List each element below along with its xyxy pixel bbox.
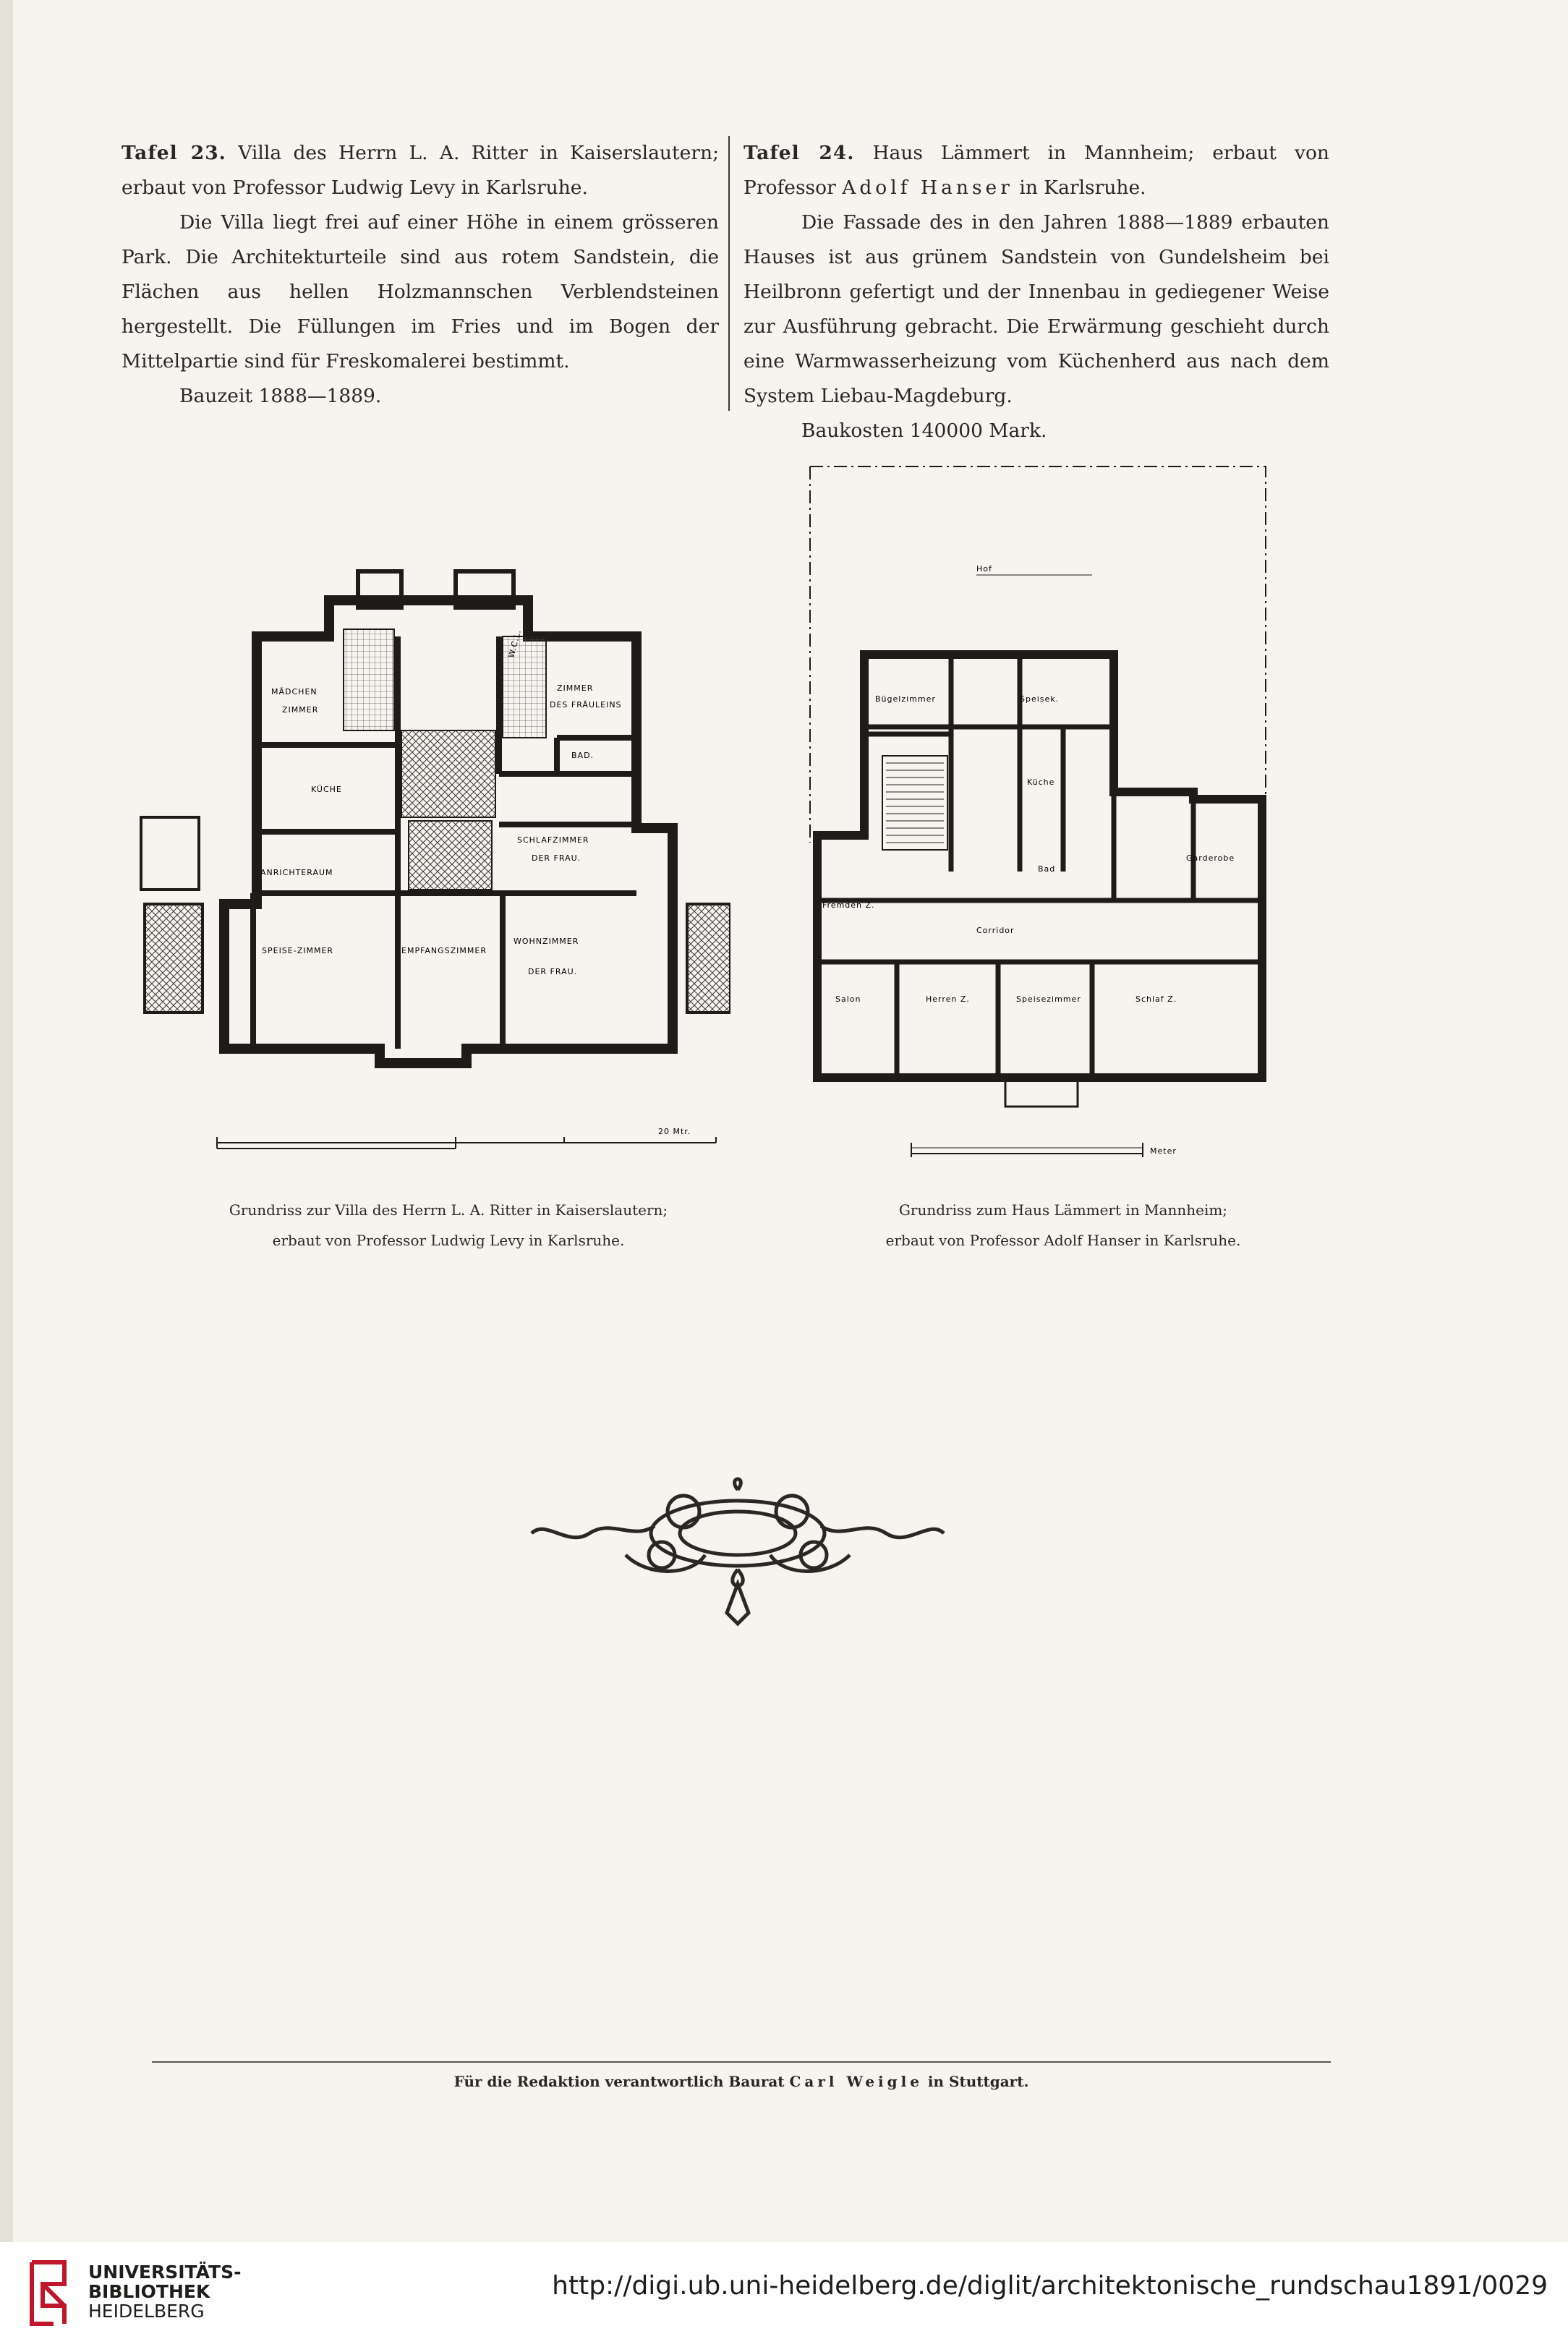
footer-name: Carl Weigle: [789, 2073, 923, 2090]
scale-label-right: Meter: [1150, 1146, 1177, 1156]
room-hof: Hof: [976, 564, 992, 574]
room-garderobe: Garderobe: [1186, 853, 1235, 863]
room-buegel: Bügelzimmer: [875, 694, 936, 704]
left-heading: Tafel 23. Villa des Herrn L. A. Ritter i…: [122, 136, 719, 205]
room-kueche-r: Küche: [1027, 777, 1054, 787]
left-paragraph: Die Villa liegt frei auf einer Höhe in e…: [122, 211, 719, 372]
footer-rule: [152, 2061, 1331, 2063]
footer-note: Für die Redaktion verantwortlich Baurat …: [152, 2073, 1331, 2090]
room-bad: BAD.: [571, 751, 594, 760]
digitization-bar: [0, 2242, 1568, 2352]
room-corridor: Corridor: [976, 926, 1015, 935]
room-speisek: Speisek.: [1020, 694, 1059, 704]
left-bauzeit: Bauzeit 1888—1889.: [179, 385, 382, 407]
left-article: Tafel 23. Villa des Herrn L. A. Ritter i…: [122, 136, 719, 414]
caption-right-line1: Grundriss zum Haus Lämmert in Mannheim;: [898, 1201, 1228, 1219]
left-tafel-label: Tafel 23.: [122, 142, 226, 164]
library-name: UNIVERSITÄTS- BIBLIOTHEK HEIDELBERG: [88, 2262, 241, 2321]
footer-post: in Stuttgart.: [927, 2073, 1029, 2090]
right-baukosten: Baukosten 140000 Mark.: [801, 419, 1047, 442]
scale-bar-left: 20 Mtr.: [216, 1127, 717, 1149]
right-heading-name: Adolf Hanser: [842, 176, 1013, 199]
floor-plan-villa-ritter: MÄDCHEN ZIMMER KÜCHE ANRICHTERAUM SPEISE…: [140, 569, 730, 1149]
room-schlaf-frau: DER FRAU.: [532, 853, 581, 863]
room-maedchen-zimmer: ZIMMER: [282, 705, 318, 715]
right-paragraph: Die Fassade des in den Jahren 1888—1889 …: [743, 211, 1329, 407]
right-article: Tafel 24. Haus Lämmert in Mannheim; erba…: [743, 136, 1329, 448]
source-url-link[interactable]: http://digi.ub.uni-heidelberg.de/diglit/…: [552, 2271, 1548, 2301]
page-edge: [0, 0, 13, 2352]
library-line3: HEIDELBERG: [88, 2301, 205, 2322]
room-wohn: WOHNZIMMER: [514, 937, 579, 946]
library-line2: BIBLIOTHEK: [88, 2281, 210, 2302]
library-logo-icon: [30, 2260, 67, 2326]
room-speisezimmer: Speisezimmer: [1016, 994, 1081, 1004]
scale-label-left: 20 Mtr.: [658, 1127, 691, 1136]
caption-left-line2: erbaut von Professor Ludwig Levy in Karl…: [272, 1232, 625, 1249]
right-heading: Tafel 24. Haus Lämmert in Mannheim; erba…: [743, 136, 1329, 205]
room-des-fraeuleins: DES FRÄULEINS: [550, 700, 622, 710]
caption-right-line2: erbaut von Professor Adolf Hanser in Kar…: [885, 1232, 1241, 1249]
right-heading-post: in Karlsruhe.: [1019, 176, 1146, 199]
room-schlaf-r: Schlaf Z.: [1135, 994, 1177, 1004]
library-line1: UNIVERSITÄTS-: [88, 2262, 242, 2283]
footer-pre: Für die Redaktion verantwortlich Baurat: [453, 2073, 785, 2090]
scale-bar-right: Meter: [911, 1143, 1177, 1157]
decorative-ornament: [530, 1477, 945, 1627]
room-speise: SPEISE-ZIMMER: [262, 946, 333, 955]
caption-right: Grundriss zum Haus Lämmert in Mannheim; …: [810, 1195, 1316, 1256]
column-divider: [728, 136, 730, 411]
room-fremden: Fremden Z.: [822, 900, 875, 910]
room-anrichte: ANRICHTERAUM: [260, 868, 333, 877]
staircase: [882, 755, 948, 851]
right-tafel-label: Tafel 24.: [743, 142, 855, 164]
left-heading-text: Villa des Herrn L. A. Ritter in Kaisersl…: [122, 142, 719, 199]
room-salon: Salon: [835, 994, 861, 1004]
room-herren: Herren Z.: [926, 994, 970, 1004]
caption-left: Grundriss zur Villa des Herrn L. A. Ritt…: [166, 1195, 730, 1256]
room-kueche: KÜCHE: [311, 785, 342, 794]
room-bad-r: Bad: [1038, 864, 1055, 874]
room-empfang: EMPFANGSZIMMER: [401, 946, 487, 955]
room-wohn-frau: DER FRAU.: [528, 967, 577, 976]
right-heading-pre: Haus Lämmert in Mannheim; erbaut von Pro…: [743, 142, 1329, 199]
room-maedchen: MÄDCHEN: [271, 687, 318, 696]
room-schlaf: SCHLAFZIMMER: [517, 835, 589, 845]
floor-plan-haus-laemmert: Hof Bügelzimmer Speisek. Küche Bad Garde…: [809, 466, 1266, 1157]
room-zimmer-fraeulein: ZIMMER: [557, 683, 593, 693]
caption-left-line1: Grundriss zur Villa des Herrn L. A. Ritt…: [229, 1201, 668, 1219]
